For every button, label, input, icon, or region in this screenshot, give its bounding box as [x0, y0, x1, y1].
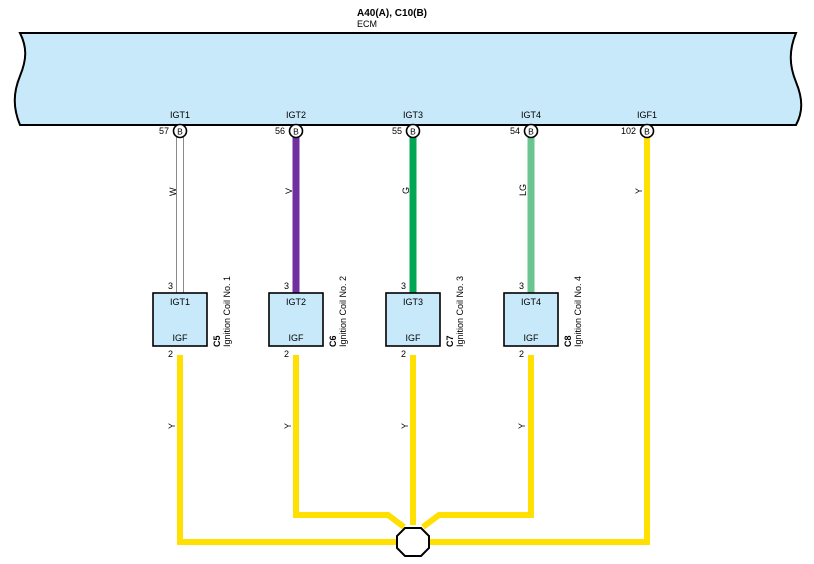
terminal-label: IGT1 — [170, 110, 190, 120]
ecm-terminal-igt2: IGT2 56 B — [275, 110, 306, 139]
signal-wires — [176, 136, 535, 294]
terminal-pin: 102 — [621, 126, 636, 136]
coil-body — [268, 292, 324, 347]
coil-name: Ignition Coil No. 4 — [573, 276, 583, 347]
ground-bus — [177, 135, 650, 545]
terminal-pin: 56 — [275, 126, 285, 136]
coil-top-label: IGT2 — [286, 297, 306, 307]
terminal-connector-letter: B — [644, 127, 650, 137]
wire-code-w: W — [168, 187, 178, 196]
terminal-circle — [288, 123, 304, 139]
wire-code-y-coil4: Y — [517, 423, 527, 429]
coil-name: Ignition Coil No. 2 — [338, 276, 348, 347]
ignition-coil-4: 3 IGT4 IGF 2 C8 Ignition Coil No. 4 — [503, 276, 583, 359]
terminal-pin: 55 — [392, 126, 402, 136]
ground-bus-wire — [177, 135, 650, 545]
coil-top-pin: 3 — [168, 281, 173, 291]
coil-body — [503, 292, 559, 347]
ecm-connector-ref: A40(A), C10(B) — [357, 8, 427, 19]
ignition-coil-1: 3 IGT1 IGF 2 C5 Ignition Coil No. 1 — [152, 276, 232, 359]
coil-id: C8 — [563, 335, 573, 347]
wire-code-g: G — [401, 187, 411, 194]
wire-code-y-igf1: Y — [634, 188, 644, 194]
wire-w — [176, 136, 184, 294]
coil-top-label: IGT4 — [521, 297, 541, 307]
coil-top-pin: 3 — [519, 281, 524, 291]
coil-top-label: IGT1 — [170, 297, 190, 307]
coil-name: Ignition Coil No. 3 — [455, 276, 465, 347]
ignition-coil-2: 3 IGT2 IGF 2 C6 Ignition Coil No. 2 — [268, 276, 348, 359]
coil-bottom-pin: 2 — [168, 349, 173, 359]
ecm-terminal-igt4: IGT4 54 B — [510, 110, 541, 139]
terminal-circle — [523, 123, 539, 139]
terminal-circle — [405, 123, 421, 139]
coil-bottom-pin: 2 — [401, 349, 406, 359]
wire-code-v: V — [284, 188, 294, 194]
coil-bottom-label: IGF — [173, 333, 189, 343]
ecm-body — [13, 32, 803, 126]
wire-g — [409, 137, 417, 293]
wire-v — [292, 137, 300, 293]
wire-code-y-coil2: Y — [283, 423, 293, 429]
wire-code-y-coil1: Y — [167, 423, 177, 429]
coil-bottom-label: IGF — [524, 333, 540, 343]
terminal-label: IGT3 — [403, 110, 423, 120]
coil-id: C5 — [212, 335, 222, 347]
terminal-pin: 57 — [159, 126, 169, 136]
coil-bottom-pin: 2 — [519, 349, 524, 359]
wire-code-y-coil3: Y — [400, 423, 410, 429]
coil-body — [385, 292, 441, 347]
ecm-terminal-igf1: IGF1 102 B — [621, 110, 657, 139]
terminal-connector-letter: B — [410, 127, 416, 137]
terminal-circle — [172, 123, 188, 139]
coil-bottom-label: IGF — [289, 333, 305, 343]
wire-lg — [527, 137, 535, 293]
terminal-connector-letter: B — [293, 127, 299, 137]
ecm-terminal-igt1: IGT1 57 B — [159, 110, 190, 139]
terminal-pin: 54 — [510, 126, 520, 136]
coil-id: C7 — [445, 335, 455, 347]
wire-code-lg: LG — [518, 184, 528, 196]
terminal-label: IGT4 — [521, 110, 541, 120]
coil-id: C6 — [328, 335, 338, 347]
coil-top-pin: 3 — [284, 281, 289, 291]
terminal-label: IGT2 — [286, 110, 306, 120]
coil-top-label: IGT3 — [403, 297, 423, 307]
terminal-connector-letter: B — [528, 127, 534, 137]
terminal-connector-letter: B — [177, 127, 183, 137]
coil-name: Ignition Coil No. 1 — [222, 276, 232, 347]
ecm-name: ECM — [357, 19, 377, 29]
coil-body — [152, 292, 208, 347]
ignition-coil-3: 3 IGT3 IGF 2 C7 Ignition Coil No. 3 — [385, 276, 465, 359]
coil-top-pin: 3 — [401, 281, 406, 291]
ecm-terminal-igt3: IGT3 55 B — [392, 110, 423, 139]
coil-bottom-pin: 2 — [284, 349, 289, 359]
junction-connector — [396, 527, 430, 557]
terminal-label: IGF1 — [637, 110, 657, 120]
terminal-circle — [639, 123, 655, 139]
coil-bottom-label: IGF — [406, 333, 422, 343]
